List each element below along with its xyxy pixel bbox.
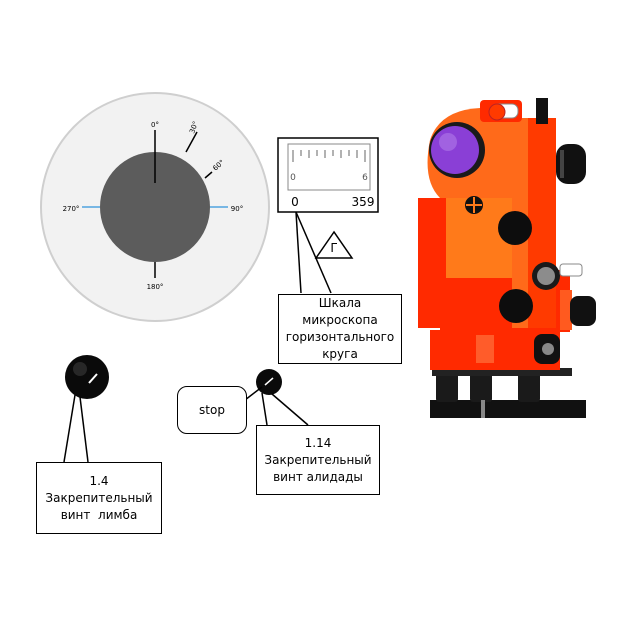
alidade-lock-label-box: 1.14 Закрепительный винт алидады <box>256 425 380 495</box>
scale-label-line-3: горизонтального <box>285 330 395 344</box>
microscope-scale-ticks <box>292 150 366 162</box>
stop-callout-text: stop <box>199 403 225 417</box>
dial-label-30: 30° <box>188 120 200 134</box>
limb-lock-label-line-2: Закрепительный <box>45 490 153 505</box>
alidade-lock-label-line-3: винт алидады <box>273 469 363 484</box>
dial-label-90: 90° <box>231 205 243 213</box>
leveling-screw-middle <box>470 370 492 402</box>
limb-lock-label-box: 1.4 Закрепительный винт лимба <box>36 462 162 534</box>
scale-label-left: 0 <box>290 173 296 183</box>
focus-knob[interactable] <box>498 211 532 245</box>
limb-lock-pointer-1 <box>63 394 76 463</box>
dial-tick-30 <box>185 131 198 153</box>
marker-triangle <box>314 230 354 259</box>
theodolite <box>418 98 596 418</box>
alidade-lock-label-line-2: Закрепительный <box>264 452 372 467</box>
dial-face <box>100 152 210 262</box>
horizontal-circle-dial: 0° 30° 60° 90° 180° 270° <box>40 92 270 322</box>
vertical-clamp-knob[interactable] <box>499 289 533 323</box>
alidade-lock-pointer-1 <box>261 392 268 426</box>
dial-label-180: 180° <box>147 283 164 291</box>
limb-lock-label-line-1: 1.4 <box>89 473 109 488</box>
limb-lock-label-line-3: винт лимба <box>60 507 138 522</box>
leveling-screw-right <box>518 370 540 402</box>
dial-label-270: 270° <box>63 205 80 213</box>
limb-lock-knob[interactable] <box>65 355 109 399</box>
scale-label-line-1: Шкала <box>318 296 362 310</box>
dial-tick-60 <box>204 171 213 179</box>
theodolite-left-standard <box>418 198 448 328</box>
alidade-lock-label-line-1: 1.14 <box>304 435 332 450</box>
limb-lock-pointer-2 <box>79 396 89 463</box>
stop-callout-tail <box>244 386 263 401</box>
readout-left: 0 <box>291 195 299 209</box>
readout-right: 359 <box>352 195 375 209</box>
dial-label-0: 0° <box>151 121 159 129</box>
alidade-lock-pointer-2 <box>271 393 309 426</box>
sight-post <box>536 98 548 124</box>
scale-label-line-4: круга <box>322 347 358 361</box>
limb-lock-screw[interactable] <box>63 355 109 463</box>
theodolite-base-plate <box>430 400 586 418</box>
scale-label-line-2: микроскопа <box>302 313 378 327</box>
horizontal-tangent-knob[interactable] <box>570 296 596 326</box>
limb-lock-notch <box>88 373 98 384</box>
stop-callout: stop <box>177 386 247 434</box>
alidade-lock-screw[interactable] <box>244 369 309 426</box>
leveling-screw-left <box>436 370 458 402</box>
microscope-eyepiece-field <box>287 143 371 191</box>
marker-letter: Г <box>330 241 337 255</box>
objective-lens <box>431 126 479 174</box>
scale-pointer-line-2 <box>295 211 332 294</box>
scale-label-box: Шкала микроскопа горизонтального круга <box>278 294 402 364</box>
microscope-scale: 0 6 0 359 Г <box>277 137 379 294</box>
alidade-lock-notch <box>264 377 274 386</box>
scale-label-right: 6 <box>362 173 368 183</box>
scale-pointer-line-1 <box>295 211 302 294</box>
